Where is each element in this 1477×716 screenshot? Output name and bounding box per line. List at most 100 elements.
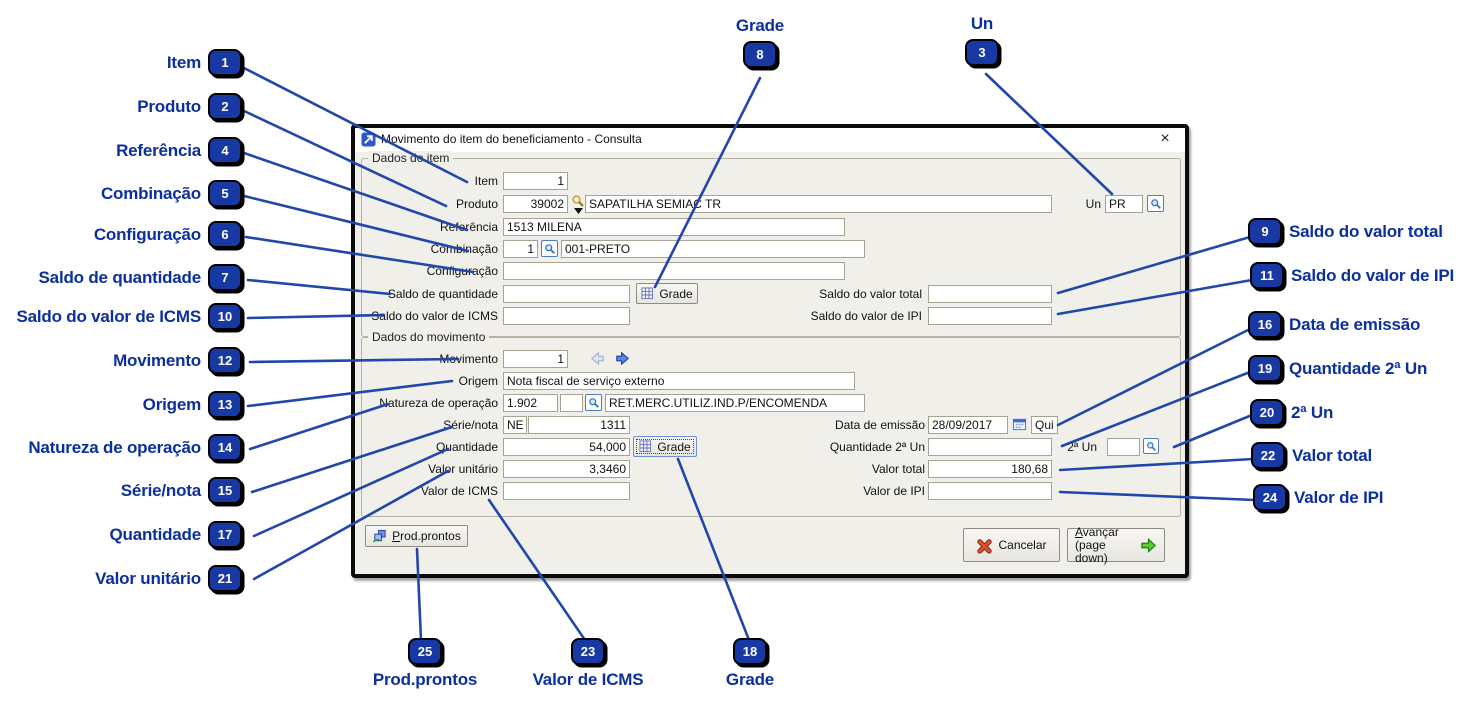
avancar-label: Avançar bbox=[1075, 524, 1119, 539]
prod-prontos-button[interactable]: Prod.prontos bbox=[365, 525, 468, 547]
saldo-valor-ipi-label: Saldo do valor de IPI bbox=[810, 309, 922, 323]
callout-badge: 23 bbox=[571, 638, 605, 665]
combinacao-code-field[interactable]: 1 bbox=[503, 240, 538, 258]
callout-badge: 13 bbox=[208, 391, 242, 418]
natureza-aux-field[interactable] bbox=[560, 394, 583, 412]
callout-badge: 24 bbox=[1253, 484, 1287, 511]
dialog-movimento-item-beneficiamento: Movimento do item do beneficiamento - Co… bbox=[351, 124, 1189, 578]
saldo-valor-icms-field[interactable] bbox=[503, 307, 630, 325]
grade-button-item[interactable]: Grade bbox=[636, 283, 698, 304]
item-field[interactable]: 1 bbox=[503, 172, 568, 190]
group-legend: Dados do item bbox=[368, 151, 454, 165]
movimento-label: Movimento bbox=[439, 352, 498, 366]
serie-nota-label: Série/nota bbox=[443, 418, 498, 432]
next-arrow-icon[interactable] bbox=[613, 349, 631, 367]
callout-badge: 12 bbox=[208, 347, 242, 374]
un2-field[interactable] bbox=[1107, 438, 1140, 456]
callout-badge: 3 bbox=[965, 39, 999, 66]
callout-label: Produto bbox=[137, 96, 201, 116]
un-field[interactable]: PR bbox=[1105, 195, 1143, 213]
saldo-valor-ipi-field[interactable] bbox=[928, 307, 1052, 325]
valor-unitario-label: Valor unitário bbox=[428, 462, 498, 476]
valor-icms-label: Valor de ICMS bbox=[420, 484, 498, 498]
valor-total-field[interactable]: 180,68 bbox=[928, 460, 1052, 478]
callout-label: Quantidade bbox=[109, 524, 201, 544]
callout-badge: 25 bbox=[408, 638, 442, 665]
natureza-code-field[interactable]: 1.902 bbox=[503, 394, 558, 412]
valor-ipi-field[interactable] bbox=[928, 482, 1052, 500]
saldo-valor-total-label: Saldo do valor total bbox=[819, 287, 922, 301]
callout-badge: 10 bbox=[208, 303, 242, 330]
callout-badge: 18 bbox=[733, 638, 767, 665]
search-icon[interactable] bbox=[571, 194, 585, 208]
configuracao-field[interactable] bbox=[503, 262, 845, 280]
valor-total-label: Valor total bbox=[871, 462, 925, 476]
quantidade-field[interactable]: 54,000 bbox=[503, 438, 630, 456]
valor-unitario-field[interactable]: 3,3460 bbox=[503, 460, 630, 478]
referencia-field[interactable]: 1513 MILENA bbox=[503, 218, 845, 236]
natureza-desc-field[interactable]: RET.MERC.UTILIZ.IND.P/ENCOMENDA bbox=[605, 394, 865, 412]
grade-button-movimento[interactable]: Grade bbox=[633, 436, 697, 457]
serie-field[interactable]: NE bbox=[503, 416, 527, 434]
callout-badge: 15 bbox=[208, 477, 242, 504]
un2-search-icon[interactable] bbox=[1143, 438, 1159, 454]
produto-code-field[interactable]: 39002 bbox=[503, 195, 568, 213]
prod-prontos-icon bbox=[372, 529, 387, 544]
quantidade-label: Quantidade bbox=[435, 440, 498, 454]
grade-grid-icon bbox=[641, 287, 654, 300]
calendar-icon[interactable] bbox=[1011, 416, 1028, 433]
callout-badge: 16 bbox=[1248, 311, 1282, 338]
origem-field[interactable]: Nota fiscal de serviço externo bbox=[503, 372, 855, 390]
callout-badge: 4 bbox=[208, 137, 242, 164]
callout-label: Prod.prontos bbox=[372, 670, 478, 689]
avancar-button[interactable]: Avançar (page down) bbox=[1067, 524, 1165, 564]
origem-label: Origem bbox=[458, 374, 498, 388]
natureza-search-icon[interactable] bbox=[585, 394, 602, 411]
un-search-icon[interactable] bbox=[1147, 195, 1164, 212]
dialog-title: Movimento do item do beneficiamento - Co… bbox=[381, 132, 642, 146]
group-legend: Dados do movimento bbox=[368, 330, 490, 344]
callout-badge: 5 bbox=[208, 180, 242, 207]
callout-valor-unitario: Valor unitário 21 bbox=[95, 565, 242, 592]
saldo-quantidade-field[interactable] bbox=[503, 285, 630, 303]
movimento-field[interactable]: 1 bbox=[503, 350, 568, 368]
valor-ipi-label: Valor de IPI bbox=[863, 484, 925, 498]
window-icon bbox=[361, 132, 376, 147]
callout-label: Saldo de quantidade bbox=[38, 267, 202, 287]
produto-desc-field[interactable]: SAPATILHA SEMIAC TR bbox=[585, 195, 1052, 213]
callout-badge: 20 bbox=[1250, 399, 1284, 426]
configuracao-label: Configuração bbox=[426, 264, 498, 278]
quantidade-2un-field[interactable] bbox=[928, 438, 1052, 456]
valor-icms-field[interactable] bbox=[503, 482, 630, 500]
title-bar: Movimento do item do beneficiamento - Co… bbox=[355, 128, 1185, 152]
un-label: Un bbox=[1085, 197, 1101, 211]
saldo-quantidade-label: Saldo de quantidade bbox=[387, 287, 498, 301]
dropdown-arrow-icon[interactable] bbox=[573, 207, 583, 215]
callout-label: Saldo do valor total bbox=[1289, 221, 1443, 241]
prev-arrow-icon[interactable] bbox=[588, 349, 606, 367]
combinacao-desc-field[interactable]: 001-PRETO bbox=[561, 240, 865, 258]
nota-field[interactable]: 1311 bbox=[528, 416, 630, 434]
callout-label: Valor unitário bbox=[95, 568, 201, 588]
dia-semana-field[interactable]: Qui bbox=[1031, 416, 1058, 434]
combinacao-search-icon[interactable] bbox=[541, 240, 558, 257]
callout-saldo-valor-icms: Saldo do valor de ICMS 10 bbox=[16, 303, 242, 330]
close-icon[interactable]: × bbox=[1160, 130, 1170, 147]
saldo-valor-total-field[interactable] bbox=[928, 285, 1052, 303]
callout-badge: 22 bbox=[1251, 442, 1285, 469]
cancelar-button[interactable]: Cancelar bbox=[963, 528, 1060, 562]
callout-badge: 21 bbox=[208, 565, 242, 592]
data-emissao-field[interactable]: 28/09/2017 bbox=[928, 416, 1008, 434]
callout-label: Saldo do valor de ICMS bbox=[16, 306, 201, 326]
